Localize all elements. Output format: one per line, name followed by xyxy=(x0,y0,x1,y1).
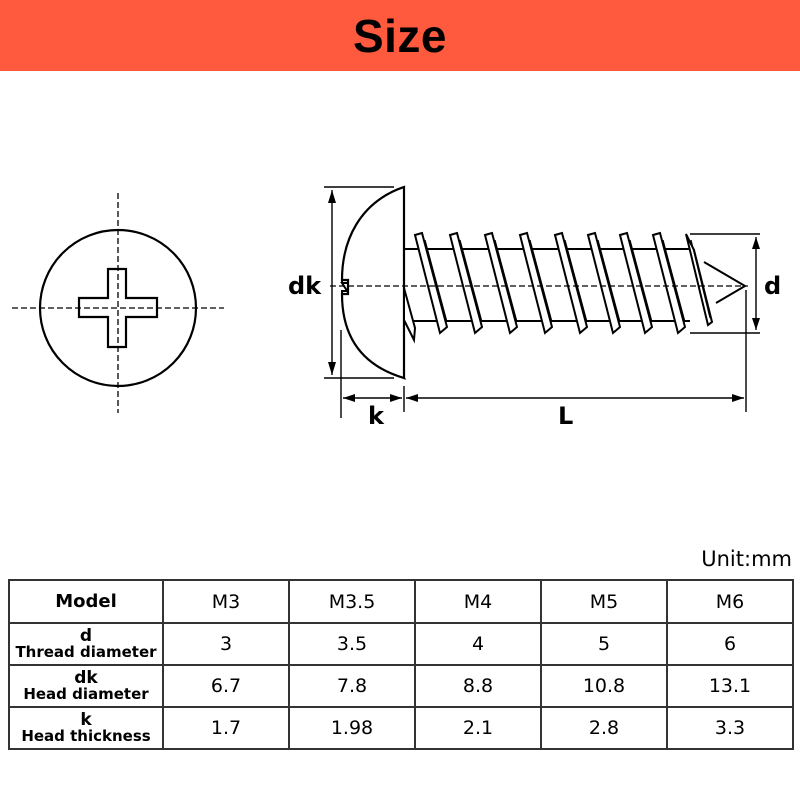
row-header-cell: d Thread diameter xyxy=(8,622,164,666)
dim-label-thread-diameter: d xyxy=(764,272,782,300)
value-cell: 6 xyxy=(666,622,794,666)
table-header-row: Model M3 M3.5 M4 M5 M6 xyxy=(8,579,794,624)
header-cell-model: Model xyxy=(8,579,164,624)
value-cell: 3.3 xyxy=(666,706,794,750)
dim-label-head-diameter: dk xyxy=(288,272,322,300)
page-title: Size xyxy=(352,9,448,62)
value-cell: 3.5 xyxy=(288,622,416,666)
header-cell-model-value: M5 xyxy=(540,579,668,624)
value-cell: 2.1 xyxy=(414,706,542,750)
row-header-cell: k Head thickness xyxy=(8,706,164,750)
value-cell: 3 xyxy=(162,622,290,666)
row-header-cell: dk Head diameter xyxy=(8,664,164,708)
value-cell: 2.8 xyxy=(540,706,668,750)
value-cell: 4 xyxy=(414,622,542,666)
value-cell: 1.7 xyxy=(162,706,290,750)
value-cell: 5 xyxy=(540,622,668,666)
header-cell-model-value: M3.5 xyxy=(288,579,416,624)
value-cell: 13.1 xyxy=(666,664,794,708)
header-cell-model-value: M6 xyxy=(666,579,794,624)
table-row: d Thread diameter 3 3.5 4 5 6 xyxy=(8,622,794,666)
header-cell-model-value: M3 xyxy=(162,579,290,624)
table-row: dk Head diameter 6.7 7.8 8.8 10.8 13.1 xyxy=(8,664,794,708)
value-cell: 10.8 xyxy=(540,664,668,708)
phillips-cross-icon xyxy=(77,267,159,349)
size-spec-table: Model M3 M3.5 M4 M5 M6 d Thread diameter… xyxy=(8,579,794,750)
dim-label-length: L xyxy=(558,402,574,430)
value-cell: 6.7 xyxy=(162,664,290,708)
unit-label: Unit:mm xyxy=(701,547,792,571)
screw-side-view xyxy=(324,185,760,418)
title-banner: Size xyxy=(0,0,800,71)
dim-label-head-thickness: k xyxy=(368,402,384,430)
table-row: k Head thickness 1.7 1.98 2.1 2.8 3.3 xyxy=(8,706,794,750)
value-cell: 7.8 xyxy=(288,664,416,708)
screw-top-view xyxy=(12,193,224,413)
header-cell-model-value: M4 xyxy=(414,579,542,624)
value-cell: 8.8 xyxy=(414,664,542,708)
value-cell: 1.98 xyxy=(288,706,416,750)
